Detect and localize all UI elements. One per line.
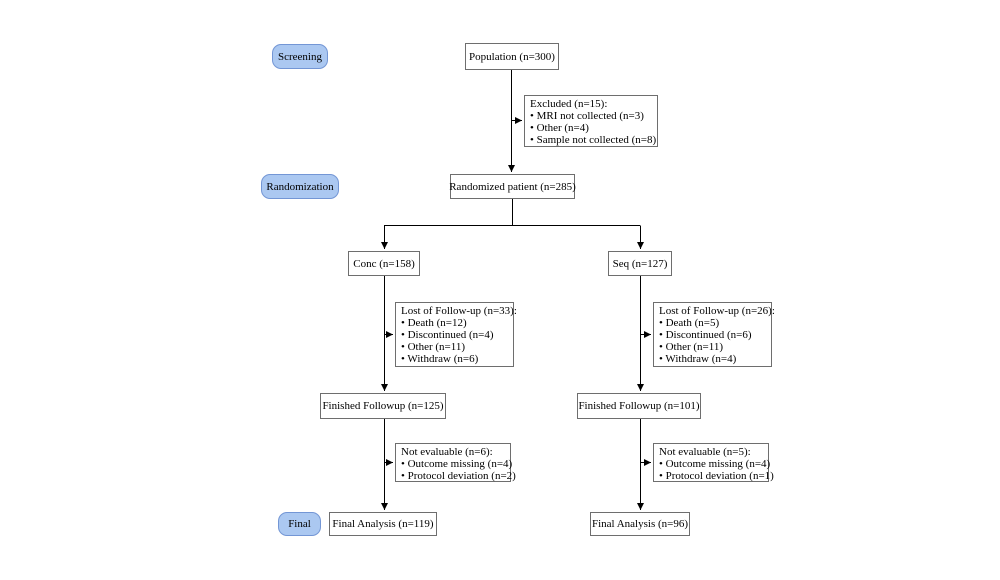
node-finished-followup-seq: Finished Followup (n=101) bbox=[577, 393, 701, 419]
node-conc-arm: Conc (n=158) bbox=[348, 251, 420, 276]
node-population: Population (n=300) bbox=[465, 43, 559, 70]
node-not-evaluable-conc: Not evaluable (n=6): • Outcome missing (… bbox=[395, 443, 516, 482]
node-lost-followup-conc: Lost of Follow-up (n=33): • Death (n=12)… bbox=[395, 302, 517, 367]
node-lost-seq-item-3: • Other (n=11) bbox=[659, 341, 724, 353]
node-excluded-item-2: • Other (n=4) bbox=[530, 122, 589, 134]
node-lost-conc-title: Lost of Follow-up (n=33): bbox=[401, 305, 517, 317]
node-lost-seq-item-4: • Withdraw (n=4) bbox=[659, 353, 737, 365]
node-excluded-item-3: • Sample not collected (n=8) bbox=[530, 134, 657, 146]
node-lost-conc-item-2: • Discontinued (n=4) bbox=[401, 329, 494, 341]
node-excluded: Excluded (n=15): • MRI not collected (n=… bbox=[524, 95, 658, 147]
stage-label-final: Final bbox=[278, 512, 321, 536]
node-excluded-item-1: • MRI not collected (n=3) bbox=[530, 110, 644, 122]
stage-label-screening: Screening bbox=[272, 44, 328, 69]
node-lost-followup-seq: Lost of Follow-up (n=26): • Death (n=5) … bbox=[653, 302, 775, 367]
node-noteval-seq-title: Not evaluable (n=5): bbox=[659, 446, 751, 458]
node-lost-conc-item-3: • Other (n=11) bbox=[401, 341, 466, 353]
node-final-analysis-conc: Final Analysis (n=119) bbox=[329, 512, 437, 536]
node-finished-followup-conc: Finished Followup (n=125) bbox=[320, 393, 446, 419]
node-noteval-conc-title: Not evaluable (n=6): bbox=[401, 446, 493, 458]
node-lost-seq-title: Lost of Follow-up (n=26): bbox=[659, 305, 775, 317]
node-lost-seq-item-1: • Death (n=5) bbox=[659, 317, 720, 329]
stage-label-randomization: Randomization bbox=[261, 174, 339, 199]
node-lost-conc-item-1: • Death (n=12) bbox=[401, 317, 467, 329]
node-noteval-seq-item-2: • Protocol deviation (n=1) bbox=[659, 470, 774, 482]
node-lost-seq-item-2: • Discontinued (n=6) bbox=[659, 329, 752, 341]
node-randomized-patient: Randomized patient (n=285) bbox=[449, 174, 576, 199]
node-lost-conc-item-4: • Withdraw (n=6) bbox=[401, 353, 479, 365]
node-noteval-conc-item-2: • Protocol deviation (n=2) bbox=[401, 470, 516, 482]
node-not-evaluable-seq: Not evaluable (n=5): • Outcome missing (… bbox=[653, 443, 774, 482]
node-noteval-conc-item-1: • Outcome missing (n=4) bbox=[401, 458, 513, 470]
node-final-analysis-seq: Final Analysis (n=96) bbox=[590, 512, 690, 536]
node-seq-arm: Seq (n=127) bbox=[608, 251, 672, 276]
node-excluded-title: Excluded (n=15): bbox=[530, 98, 608, 110]
node-noteval-seq-item-1: • Outcome missing (n=4) bbox=[659, 458, 771, 470]
